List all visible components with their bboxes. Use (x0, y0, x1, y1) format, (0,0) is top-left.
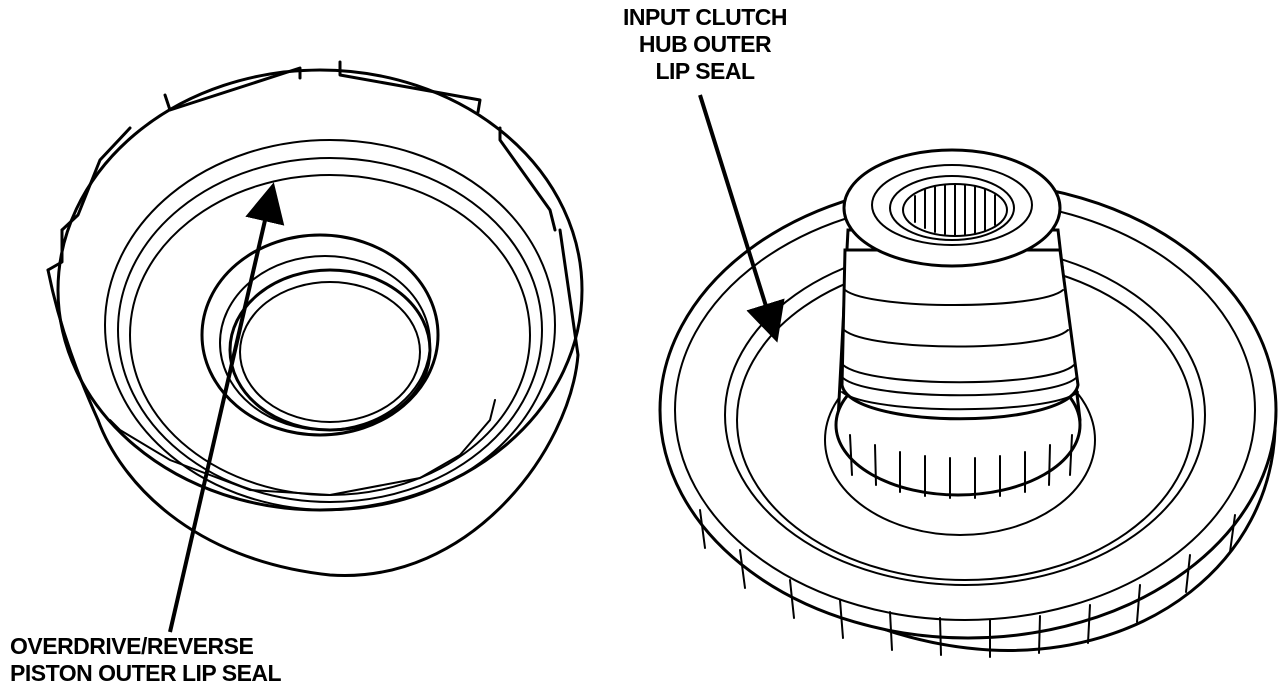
input-clutch-seal-label: INPUT CLUTCH HUB OUTER LIP SEAL (623, 4, 787, 84)
overdrive-seal-label: OVERDRIVE/REVERSE PISTON OUTER LIP SEAL (10, 633, 282, 686)
hub-internal-splines (914, 184, 996, 236)
hub-base-splines (849, 434, 1073, 499)
overdrive-seal-leader-arrow (168, 182, 285, 633)
overdrive-reverse-piston-housing (46, 60, 584, 577)
input-clutch-seal-leader-arrow (698, 94, 785, 343)
input-clutch-hub (658, 148, 1278, 658)
hub-outer-teeth (699, 509, 1236, 658)
